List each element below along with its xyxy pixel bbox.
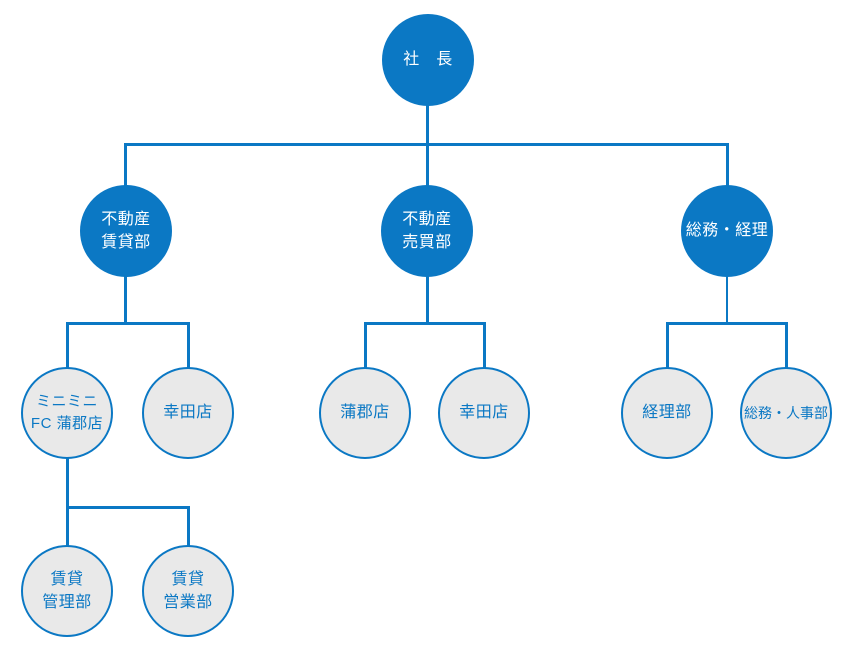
connector-drop-gamagori-sales [364, 322, 367, 372]
node-minimini-fc-gamagori: ミニミニ FC 蒲郡店 [21, 367, 113, 459]
connector-admin-hbar [666, 322, 788, 325]
connector-drop-accounting [666, 322, 669, 372]
connector-drop-kota-leasing [187, 322, 190, 372]
node-dept-general-affairs-accounting: 総務・経理 [681, 185, 773, 277]
connector-sales-trunk [426, 272, 429, 325]
connector-drop-minimini [66, 322, 69, 372]
connector-drop-leasing [124, 143, 127, 189]
connector-president-trunk [426, 103, 429, 146]
node-president: 社 長 [382, 14, 474, 106]
connector-drop-rental-sales [187, 506, 190, 550]
node-accounting-dept: 経理部 [621, 367, 713, 459]
connector-admin-trunk [726, 272, 728, 325]
node-leasing-management-dept: 賃貸 管理部 [21, 545, 113, 637]
connector-drop-kota-sales [483, 322, 486, 372]
node-dept-real-estate-sales: 不動産 売買部 [381, 185, 473, 277]
node-kota-branch-sales: 幸田店 [438, 367, 530, 459]
node-general-affairs-hr-dept: 総務・人事部 [740, 367, 832, 459]
connector-drop-admin [726, 143, 729, 189]
connector-level4-hbar [66, 506, 190, 509]
node-leasing-sales-dept: 賃貸 営業部 [142, 545, 234, 637]
connector-leasing-trunk [124, 272, 127, 325]
connector-drop-rental-mgmt [66, 506, 69, 550]
connector-minimini-trunk [66, 455, 69, 509]
connector-drop-hr [785, 322, 788, 372]
connector-drop-sales [426, 143, 429, 189]
node-dept-real-estate-leasing: 不動産 賃貸部 [80, 185, 172, 277]
node-gamagori-branch-sales: 蒲郡店 [319, 367, 411, 459]
node-kota-branch-leasing: 幸田店 [142, 367, 234, 459]
connector-sales-hbar [364, 322, 486, 325]
connector-leasing-hbar [66, 322, 190, 325]
